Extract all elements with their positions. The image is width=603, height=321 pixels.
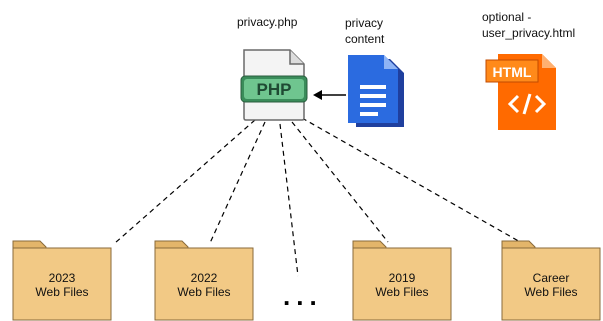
php-icon-text: PHP: [257, 80, 292, 99]
folder-2023-line1: 2023: [48, 271, 76, 285]
folder-career-line1: Career: [532, 271, 570, 285]
ellipsis: ...: [283, 281, 323, 311]
folder-2019: 2019 Web Files: [352, 235, 452, 321]
folder-icon: [12, 240, 112, 321]
folder-career-line2: Web Files: [524, 285, 578, 299]
html-icon-text: HTML: [493, 64, 532, 80]
optional-html-label-line1: optional -: [482, 10, 532, 24]
folder-2022-line2: Web Files: [177, 285, 231, 299]
connector-2023: [114, 119, 256, 244]
connector-ellipsis: [279, 123, 299, 277]
folder-2022: 2022 Web Files: [154, 235, 254, 321]
folder-2023: 2023 Web Files: [12, 235, 112, 321]
folder-icon: [154, 240, 254, 321]
folder-2019-line2: Web Files: [375, 285, 429, 299]
php-file-icon: PHP: [240, 48, 308, 122]
folder-icon: [501, 240, 601, 321]
folder-icon: [352, 240, 452, 321]
php-file-label: privacy.php: [237, 15, 298, 29]
folder-career: Career Web Files: [501, 235, 601, 321]
connector-2019: [291, 121, 389, 243]
folder-2023-line2: Web Files: [35, 285, 89, 299]
folder-2022-line1: 2022: [190, 271, 218, 285]
document-icon: [346, 53, 406, 129]
arrowhead: [313, 90, 322, 100]
folder-2019-line1: 2019: [388, 271, 416, 285]
privacy-content-label-line1: privacy: [345, 16, 384, 30]
connector-2022: [209, 121, 266, 244]
connector-career: [301, 117, 523, 244]
html-file-icon: HTML: [484, 52, 560, 132]
optional-html-label-line2: user_privacy.html: [482, 26, 576, 40]
privacy-content-label-line2: content: [345, 32, 385, 46]
